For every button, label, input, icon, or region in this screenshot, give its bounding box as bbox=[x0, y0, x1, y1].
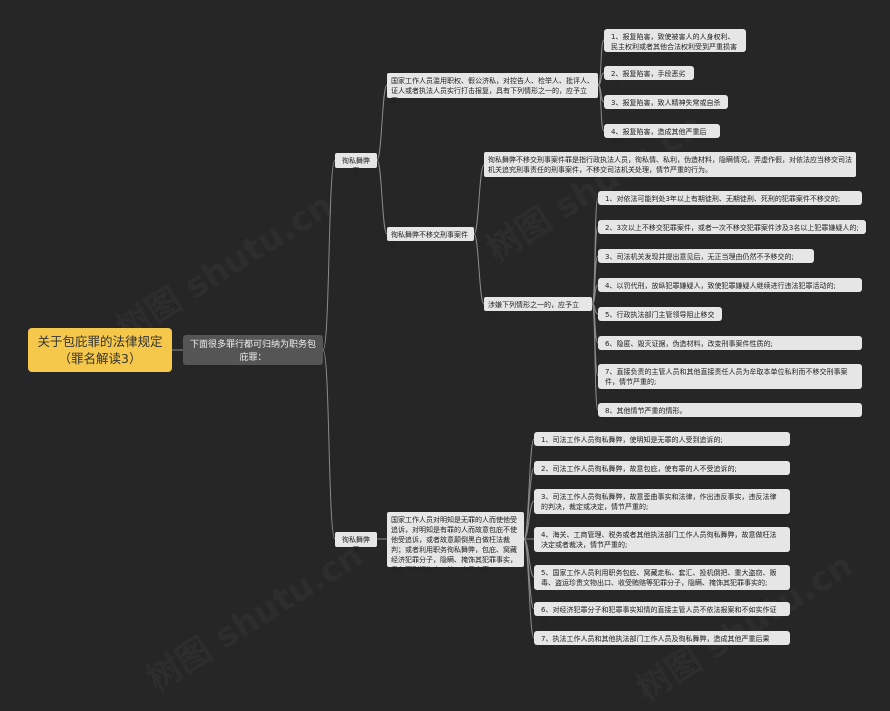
connector bbox=[523, 538, 535, 639]
connector bbox=[591, 284, 599, 305]
connector bbox=[597, 39, 605, 86]
condition-item[interactable]: 3、司法机关发现并提出意见后，无正当理由仍然不予移交的; bbox=[598, 249, 814, 263]
favoritism-node[interactable]: 国家工作人员对明知是无罪的人而使他受追诉，对明知是有罪的人而故意包庇不使他受追诉… bbox=[387, 512, 524, 574]
non-transfer-definition[interactable]: 徇私舞弊不移交刑事案件罪是指行政执法人员，徇私情、私利，伪造材料，隐瞒情况，弄虚… bbox=[484, 152, 856, 177]
connector bbox=[523, 538, 535, 610]
connector bbox=[322, 159, 336, 351]
condition-item[interactable]: 5、行政执法部门主管领导阻止移交的; bbox=[598, 307, 722, 329]
condition-item[interactable]: 1、对依法可能判处3年以上有期徒刑、无期徒刑、死刑的犯罪案件不移交的; bbox=[598, 191, 862, 205]
condition-item[interactable]: 7、直接负责的主管人员和其他直接责任人员为牟取本单位私利而不移交刑事案件，情节严… bbox=[598, 364, 862, 389]
favoritism-item[interactable]: 7、执法工作人员和其他执法部门工作人员及徇私舞弊，造成其他严重后果的。 bbox=[534, 631, 790, 653]
connector bbox=[523, 500, 535, 540]
filing-conditions-node[interactable]: 涉嫌下列情形之一的，应予立案： bbox=[484, 297, 592, 319]
connector bbox=[597, 72, 605, 86]
connector bbox=[473, 233, 485, 305]
condition-item[interactable]: 2、3次以上不移交犯罪案件，或者一次不移交犯罪案件涉及3名以上犯罪嫌疑人的; bbox=[598, 220, 866, 234]
favoritism-item[interactable]: 2、司法工作人员徇私舞弊，故意包庇，使有罪的人不受追诉的; bbox=[534, 461, 790, 475]
summary-node[interactable]: 下面很多罪行都可归纳为职务包庇罪： bbox=[183, 335, 323, 365]
favoritism-item[interactable]: 3、司法工作人员徇私舞弊，故意歪曲事实和法律，作出违反事实，违反法律的判决，裁定… bbox=[534, 489, 790, 514]
favoritism-item[interactable]: 1、司法工作人员徇私舞弊，使明知是无罪的人受到追诉的; bbox=[534, 432, 790, 446]
retaliation-item[interactable]: 2、报复陷害，手段恶劣的; bbox=[604, 66, 694, 88]
retaliation-item[interactable]: 4、报复陷害，造成其他严重后果的。 bbox=[604, 124, 720, 146]
retaliation-item[interactable]: 1、报复陷害，致使被害人的人身权利、民主权利或者其他合法权利受到严重损害的; bbox=[604, 29, 746, 61]
retaliation-node[interactable]: 国家工作人员滥用职权、假公济私，对控告人、检举人、批评人、证人或者执法人员实行打… bbox=[387, 73, 598, 105]
connector bbox=[376, 159, 388, 235]
connector bbox=[523, 438, 535, 540]
favoritism-item[interactable]: 4、海关、工商管理、税务或者其他执法部门工作人员徇私舞弊，故意做枉法决定或者裁决… bbox=[534, 527, 790, 552]
favoritism-item[interactable]: 5、国家工作人员利用职务包庇、窝藏走私、套汇、投机倒把、重大盗窃、贩毒、盗运珍贵… bbox=[534, 565, 790, 590]
branch-2-node[interactable]: 徇私舞弊案 bbox=[335, 532, 377, 554]
root-node[interactable]: 关于包庇罪的法律规定（罪名解读3） bbox=[28, 328, 172, 372]
connector bbox=[591, 255, 599, 305]
retaliation-item[interactable]: 3、报复陷害，致人精神失常或自杀的; bbox=[604, 95, 728, 117]
connector bbox=[376, 84, 388, 161]
connector bbox=[591, 303, 599, 411]
branch-1-node[interactable]: 徇私舞弊案 bbox=[335, 153, 377, 175]
connector bbox=[597, 84, 605, 132]
condition-item[interactable]: 4、以罚代刑，放纵犯罪嫌疑人，致使犯罪嫌疑人继续进行违法犯罪活动的; bbox=[598, 278, 862, 292]
non-transfer-crime-node[interactable]: 徇私舞弊不移交刑事案件罪 bbox=[387, 227, 474, 249]
connector-lines bbox=[172, 39, 605, 639]
mindmap-canvas: 树图 shutu.cn 树图 shutu.cn 树图 shutu.cn 树图 s… bbox=[28, 29, 866, 653]
favoritism-item[interactable]: 6、对经济犯罪分子和犯罪事实知情的直接主管人员不依法报案和不如实作证的; bbox=[534, 602, 790, 624]
condition-item[interactable]: 6、隐匿、毁灭证据，伪造材料，改变刑事案件性质的; bbox=[598, 336, 862, 350]
connector bbox=[473, 164, 485, 235]
condition-item[interactable]: 8、其他情节严重的情形。 bbox=[598, 403, 862, 417]
connector bbox=[322, 349, 336, 540]
